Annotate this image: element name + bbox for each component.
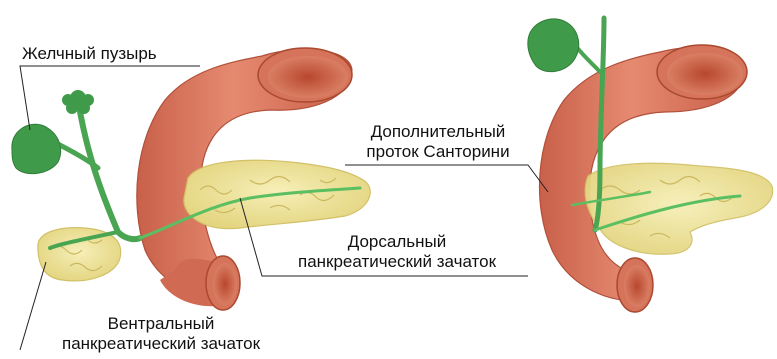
label-ventral-bud-line2: панкреатический зачаток — [30, 334, 292, 354]
leader-accessory-duct — [345, 165, 548, 192]
gallbladder-right — [528, 19, 579, 72]
right-stage — [528, 18, 773, 312]
label-ventral-bud: Вентральный панкреатический зачаток — [30, 314, 292, 354]
label-accessory-duct: Дополнительный проток Санторини — [348, 122, 528, 162]
label-ventral-bud-line1: Вентральный — [30, 314, 292, 334]
label-accessory-duct-line1: Дополнительный — [348, 122, 528, 142]
label-accessory-duct-line2: проток Санторини — [348, 142, 528, 162]
label-dorsal-bud-line1: Дорсальный — [266, 232, 528, 252]
label-dorsal-bud-line2: панкреатический зачаток — [266, 252, 528, 272]
label-dorsal-bud: Дорсальный панкреатический зачаток — [266, 232, 528, 272]
gallbladder-left — [12, 124, 61, 173]
label-gallbladder: Желчный пузырь — [22, 44, 157, 64]
pancreas-right — [585, 163, 772, 254]
